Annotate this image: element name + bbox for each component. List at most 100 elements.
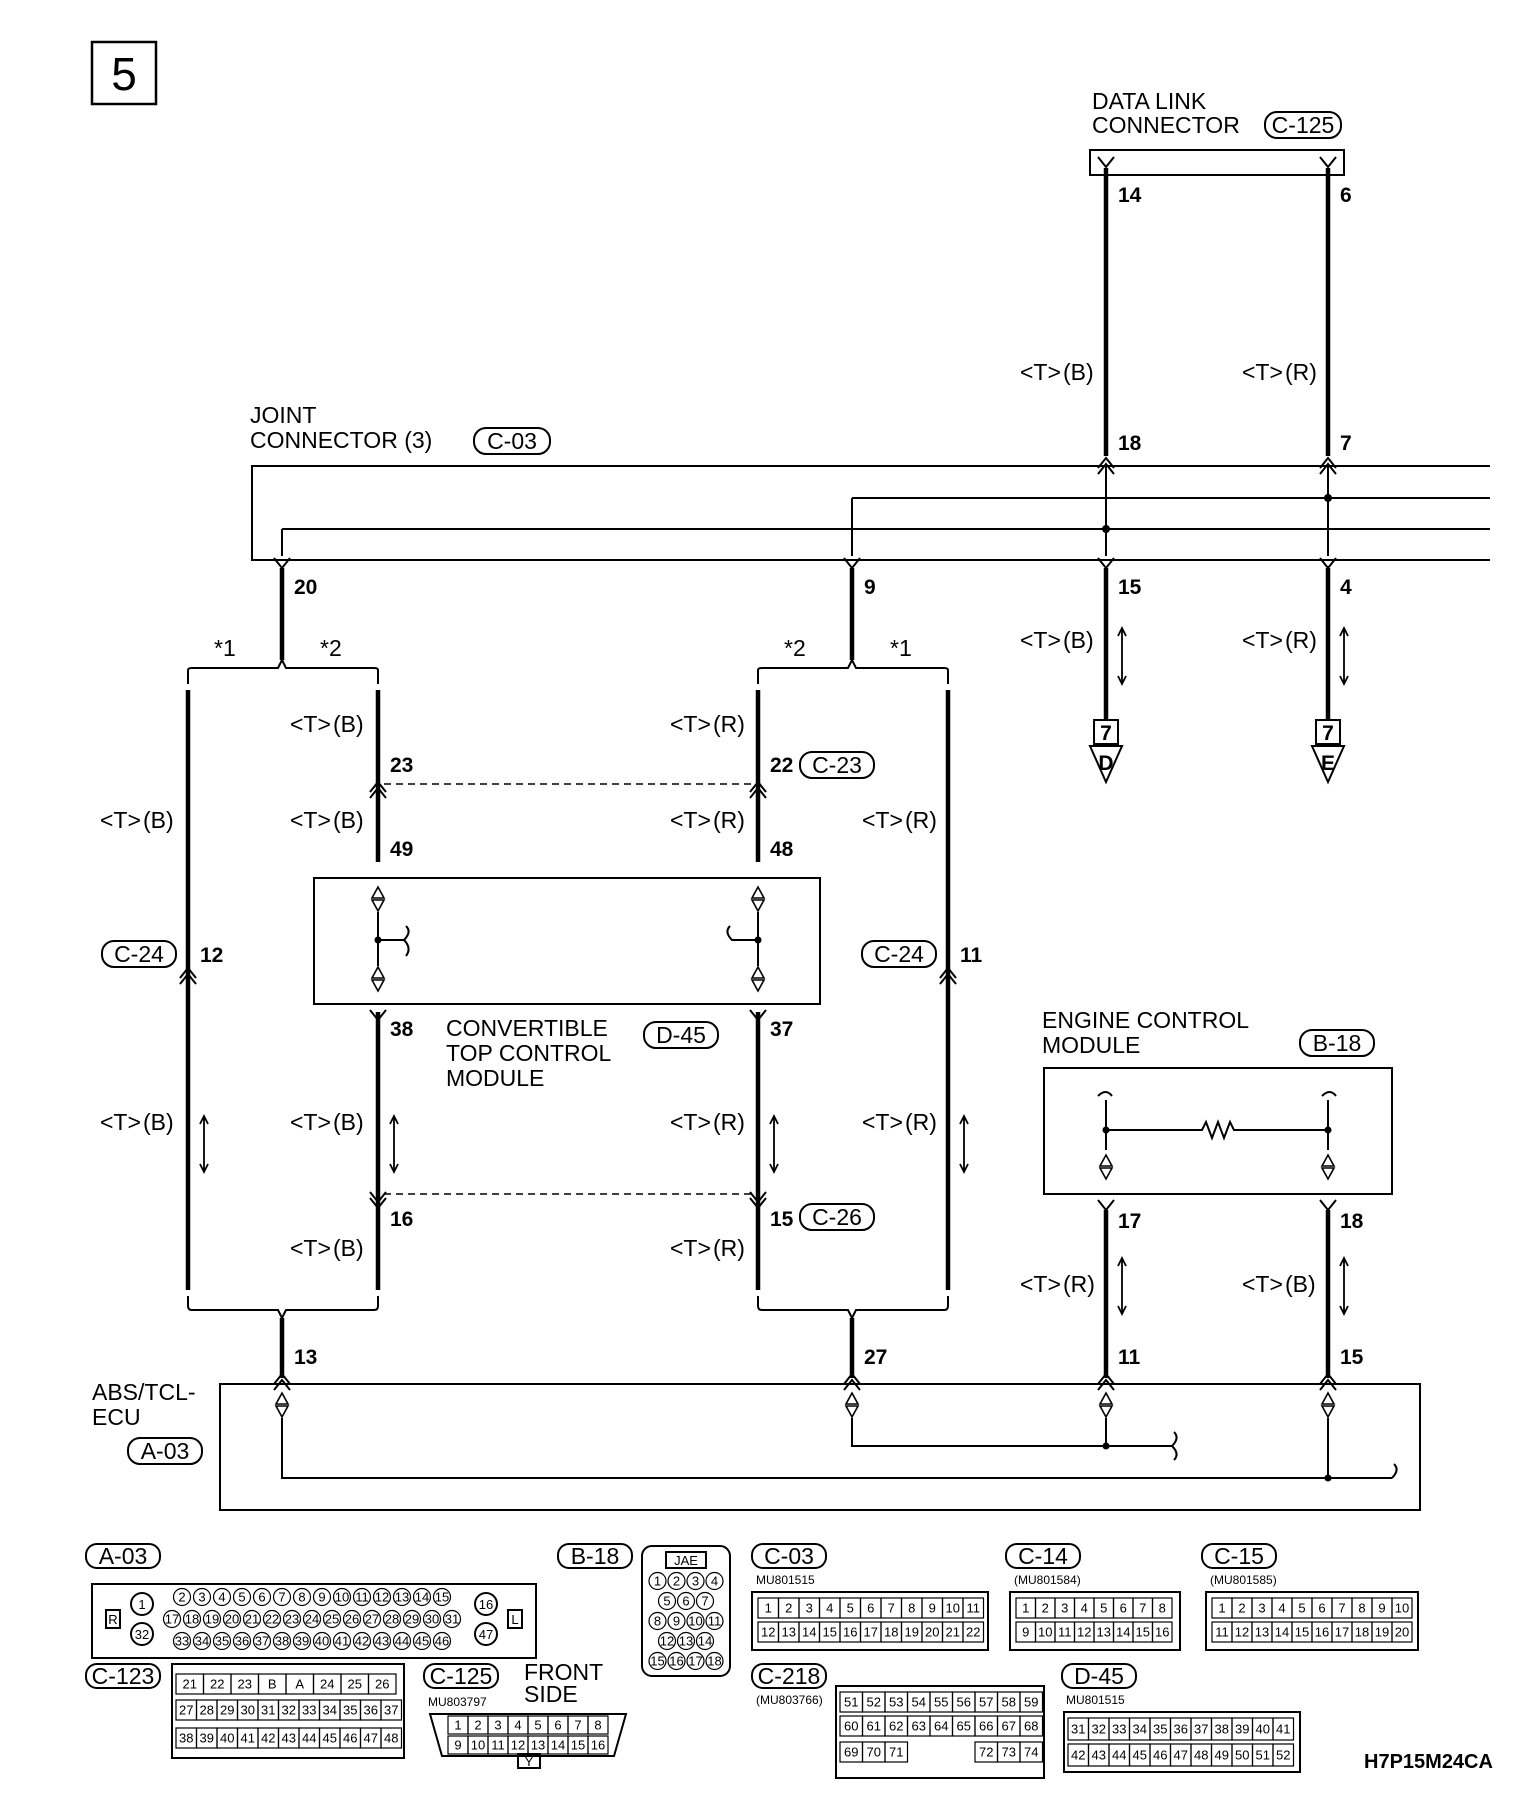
pin-number: 25 <box>348 1677 362 1692</box>
pin-cell: 49 <box>1210 1743 1233 1767</box>
pin-number: 32 <box>1092 1722 1106 1737</box>
pin-cell: 33 <box>1108 1717 1131 1741</box>
pin-number: 18 <box>884 1625 898 1640</box>
svg-text:*2: *2 <box>784 635 806 661</box>
svg-text:L: L <box>511 1612 518 1627</box>
pin-cell: 19 <box>202 1609 222 1629</box>
pin-cell: 6 <box>252 1587 272 1607</box>
pin-number: 44 <box>1112 1748 1126 1763</box>
pin-cell: 1 <box>447 1715 469 1735</box>
pin-cell: 8 <box>587 1715 609 1735</box>
pin-cell: 39 <box>195 1727 218 1749</box>
pin-number: 24 <box>305 1612 319 1627</box>
pin-cell: 51 <box>839 1691 864 1713</box>
svg-text:(B): (B) <box>333 1235 364 1261</box>
pin-cell: 19 <box>900 1621 923 1643</box>
pin-cell: 46 <box>339 1727 362 1749</box>
pin-number: 11 <box>491 1738 505 1753</box>
pin-cell: 10 <box>332 1587 352 1607</box>
pin-number: 18 <box>185 1612 199 1627</box>
pin-number: 15 <box>435 1590 449 1605</box>
pin-number: 38 <box>179 1731 193 1746</box>
pin-number: 13 <box>531 1738 545 1753</box>
pin-number: 12 <box>375 1590 389 1605</box>
pin-number: 33 <box>175 1634 189 1649</box>
pin-number: 14 <box>1116 1625 1130 1640</box>
pin-number: 36 <box>235 1634 249 1649</box>
svg-text:ECU: ECU <box>92 1404 141 1430</box>
pin-number: 54 <box>912 1695 926 1710</box>
svg-text:MU803797: MU803797 <box>428 1695 487 1709</box>
svg-text:7: 7 <box>1340 432 1352 455</box>
pin-cell: 13 <box>392 1587 412 1607</box>
pin-number: 31 <box>445 1612 459 1627</box>
pin-cell: 8 <box>1151 1597 1173 1619</box>
pin-cell: 14 <box>1271 1621 1293 1643</box>
pin-number: 1 <box>454 1718 461 1733</box>
pin-cell: 18 <box>1351 1621 1373 1643</box>
pin-cell: 29 <box>216 1699 239 1721</box>
pin-number: 72 <box>979 1745 993 1760</box>
pin-number: 3 <box>198 1590 205 1605</box>
pin-number: 16 <box>843 1625 857 1640</box>
pin-number: 14 <box>415 1590 429 1605</box>
pin-number: 12 <box>761 1625 775 1640</box>
pin-cell: 4 <box>705 1571 724 1591</box>
pin-number: 62 <box>889 1719 903 1734</box>
pin-number: 10 <box>946 1601 960 1616</box>
pin-number: 18 <box>707 1654 721 1669</box>
svg-text:*1: *1 <box>890 635 912 661</box>
pin-cell: 72 <box>974 1741 999 1763</box>
pin-number: 45 <box>323 1731 337 1746</box>
svg-text:(B): (B) <box>143 1109 174 1135</box>
svg-text:7: 7 <box>1322 722 1334 745</box>
pin-number: 2 <box>1238 1601 1245 1616</box>
pin-cell: 44 <box>298 1727 321 1749</box>
svg-text:(MU803766): (MU803766) <box>756 1693 823 1707</box>
pin-number: 63 <box>912 1719 926 1734</box>
pin-cell: 23 <box>230 1673 260 1695</box>
pin-number: 13 <box>1255 1625 1269 1640</box>
svg-text:<T>: <T> <box>100 1109 141 1135</box>
pin-cell: 5 <box>657 1591 677 1611</box>
pin-cell: 24 <box>312 1673 342 1695</box>
wire-joint-15: 15 <T> (B) 7 D <box>1020 568 1142 785</box>
pin-number: 11 <box>1215 1625 1229 1640</box>
svg-text:JAE: JAE <box>674 1553 698 1568</box>
pin-number: 12 <box>1077 1625 1091 1640</box>
pin-cell: 2 <box>667 1571 686 1591</box>
svg-text:<T>: <T> <box>1242 1271 1283 1297</box>
svg-text:11: 11 <box>1118 1346 1141 1369</box>
svg-text:17: 17 <box>1118 1210 1141 1233</box>
pin-number: 2 <box>785 1601 792 1616</box>
pin-number: 4 <box>514 1718 521 1733</box>
pin-number: 45 <box>415 1634 429 1649</box>
pin-number: 34 <box>323 1703 337 1718</box>
pin-number: 23 <box>285 1612 299 1627</box>
pin-number: 26 <box>375 1677 389 1692</box>
pin-number: 7 <box>574 1718 581 1733</box>
pin-number: 6 <box>1120 1601 1127 1616</box>
svg-text:(R): (R) <box>905 807 937 833</box>
svg-text:<T>: <T> <box>670 1235 711 1261</box>
pin-cell: 52 <box>861 1691 886 1713</box>
pin-number: 15 <box>1136 1625 1150 1640</box>
pin-number: 5 <box>534 1718 541 1733</box>
pin-cell: 10 <box>1391 1597 1413 1619</box>
wire-dlc-14: 14 <T> (B) 18 <box>1020 168 1142 475</box>
pin-cell: 12 <box>757 1621 780 1643</box>
pin-number: 18 <box>1355 1625 1369 1640</box>
pin-cell: 11 <box>962 1597 985 1619</box>
pin-number: 14 <box>698 1634 712 1649</box>
pin-number: 1 <box>765 1601 772 1616</box>
pin-number: 64 <box>934 1719 948 1734</box>
pin-cell: A <box>285 1673 315 1695</box>
pin-number: 14 <box>802 1625 816 1640</box>
svg-text:ENGINE CONTROL: ENGINE CONTROL <box>1042 1007 1249 1033</box>
pin-number: 40 <box>220 1731 234 1746</box>
svg-text:<T>: <T> <box>862 807 903 833</box>
pin-number: 41 <box>335 1634 349 1649</box>
svg-text:5: 5 <box>111 48 137 100</box>
pin-number: 48 <box>384 1731 398 1746</box>
